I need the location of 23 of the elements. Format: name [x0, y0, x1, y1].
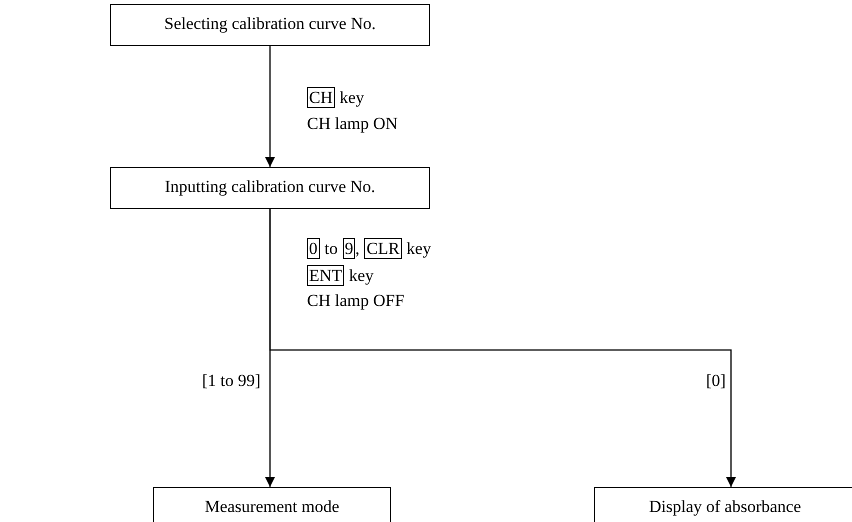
process-box: [594, 487, 852, 522]
note-text: CH lamp OFF: [307, 291, 404, 311]
box-label: Display of absorbance: [648, 497, 801, 517]
note-text: to: [324, 239, 338, 259]
process-box: [153, 487, 391, 522]
note-text: ,: [355, 239, 360, 259]
box-label: Selecting calibration curve No.: [164, 14, 376, 34]
note-text: key: [406, 239, 432, 259]
key-label: CH: [307, 87, 335, 108]
arrow: [269, 209, 736, 487]
key-label: ENT: [307, 265, 344, 286]
edge-label: [0]: [704, 371, 728, 391]
key-label: CLR: [364, 238, 402, 259]
process-box: [110, 4, 430, 46]
box-label: Measurement mode: [204, 497, 340, 517]
key-label: 0: [307, 238, 320, 259]
key-label: 9: [342, 238, 356, 259]
box-label: Inputting calibration curve No.: [164, 177, 376, 197]
arrow: [265, 46, 275, 167]
process-box: [110, 167, 430, 209]
note-text: CH lamp ON: [307, 114, 398, 134]
note-text: key: [340, 88, 364, 108]
note-text: key: [349, 266, 374, 286]
